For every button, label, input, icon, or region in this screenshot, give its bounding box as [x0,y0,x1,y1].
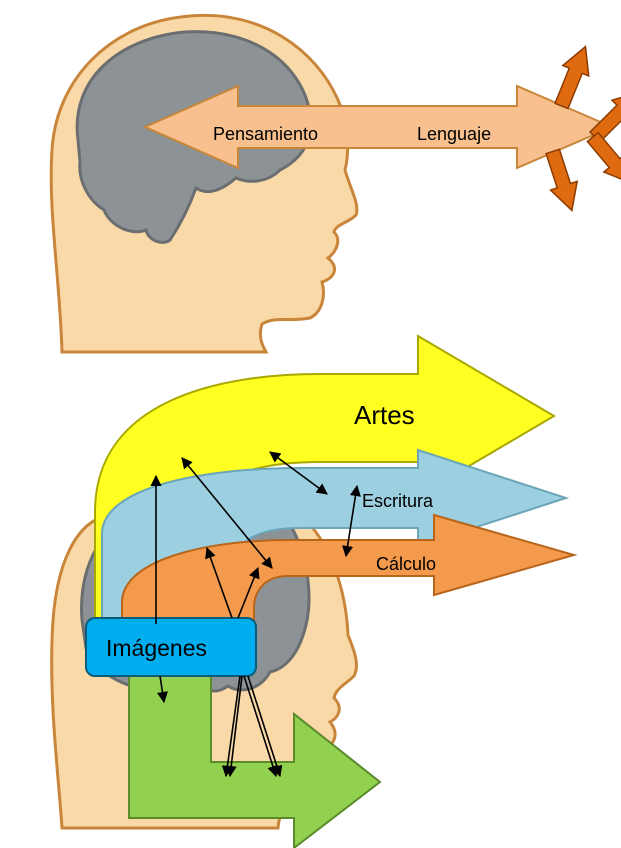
arts-label: Artes [354,400,415,430]
writing-label: Escritura [362,491,434,511]
images-label: Imágenes [106,635,207,661]
top-panel: Pensamiento Lenguaje [51,15,621,352]
bottom-panel: Imágenes Artes Escritura Cálculo [52,336,574,848]
burst-arrow-up [549,41,599,111]
burst-arrow-down [539,147,585,215]
thought-label: Pensamiento [213,124,318,144]
calc-label: Cálculo [376,554,436,574]
language-label: Lenguaje [417,124,491,144]
